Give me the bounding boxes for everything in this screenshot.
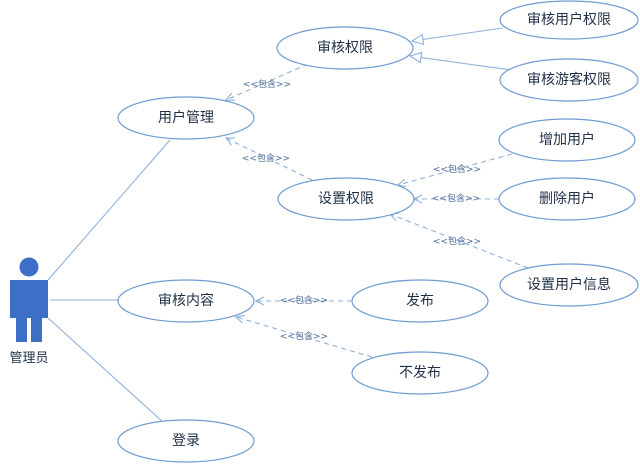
use-case-set-perm[interactable]: 设置权限 — [277, 177, 415, 221]
use-case-review-user-perm[interactable]: 审核用户权限 — [499, 0, 639, 40]
stereotype-label-set-perm: <<包含>> — [242, 152, 290, 164]
assoc-line-user-mgmt — [47, 139, 171, 281]
person-icon — [10, 257, 48, 342]
include-line-set-perm — [226, 138, 313, 181]
stereotype-label-review-perm: <<包含>> — [243, 78, 291, 90]
stereotype-label-publish: <<包含>> — [280, 294, 328, 306]
use-case-label: 审核游客权限 — [527, 71, 611, 88]
include-line-set-user-info — [390, 214, 529, 269]
use-case-user-mgmt[interactable]: 用户管理 — [117, 96, 255, 140]
use-case-label: 审核用户权限 — [527, 11, 611, 28]
use-case-label: 审核内容 — [158, 292, 214, 309]
use-case-publish[interactable]: 发布 — [351, 279, 489, 323]
actor-label: 管理员 — [9, 351, 48, 366]
use-case-not-publish[interactable]: 不发布 — [351, 351, 489, 395]
generalization-line-review-guest-perm — [408, 51, 512, 71]
use-case-label: 不发布 — [399, 365, 441, 381]
generalization-line-review-user-perm — [410, 27, 504, 46]
use-case-login[interactable]: 登录 — [117, 419, 255, 463]
use-case-add-user[interactable]: 增加用户 — [498, 118, 636, 162]
use-case-delete-user[interactable]: 删除用户 — [498, 177, 636, 221]
use-case-set-user-info[interactable]: 设置用户信息 — [499, 263, 639, 307]
use-case-review-perm[interactable]: 审核权限 — [276, 26, 414, 70]
stereotype-label-delete-user: <<包含>> — [432, 192, 480, 204]
assoc-line-login — [47, 317, 165, 424]
use-case-label: 用户管理 — [158, 109, 214, 126]
use-case-label: 登录 — [172, 433, 200, 449]
use-case-label: 增加用户 — [539, 131, 595, 148]
stereotype-label-add-user: <<包含>> — [433, 163, 481, 175]
include-line-add-user — [398, 153, 513, 185]
stereotype-label-set-user-info: <<包含>> — [433, 235, 481, 247]
use-case-label: 删除用户 — [539, 190, 595, 207]
use-case-label: 审核权限 — [317, 40, 373, 56]
use-case-review-content[interactable]: 审核内容 — [117, 279, 255, 323]
include-line-not-publish — [236, 317, 373, 358]
include-line-review-perm — [226, 63, 309, 100]
use-case-label: 设置用户信息 — [527, 276, 611, 293]
use-case-review-guest-perm[interactable]: 审核游客权限 — [499, 58, 639, 102]
stereotype-label-not-publish: <<包含>> — [280, 330, 328, 342]
actor-admin[interactable]: 管理员 — [9, 257, 49, 367]
use-case-label: 发布 — [406, 293, 434, 309]
use-case-label: 设置权限 — [318, 191, 374, 207]
